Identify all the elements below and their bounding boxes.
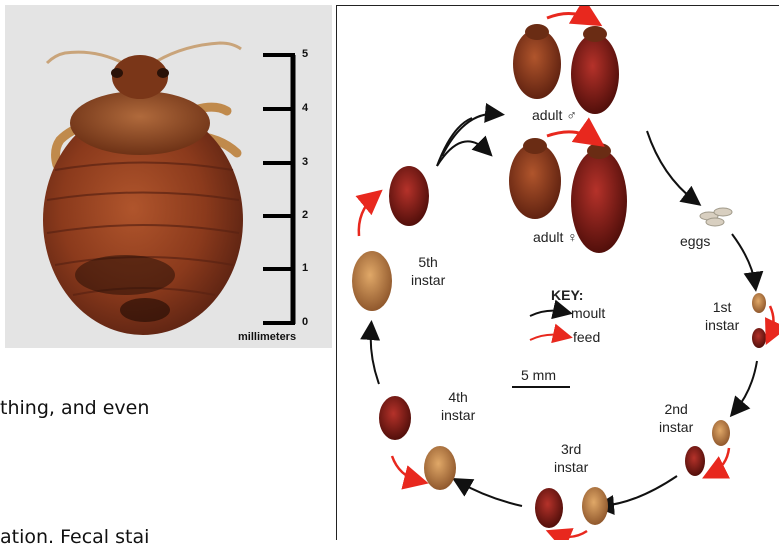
slide-body-text-line: ation. Fecal stai [0, 526, 149, 548]
second-instar-ordinal: 2nd [659, 400, 693, 418]
key-moult-label: moult [571, 304, 605, 322]
eggs-label: eggs [680, 232, 710, 250]
key-title: KEY: [551, 286, 583, 304]
fourth-instar-label: 4th instar [441, 388, 475, 424]
third-instar-nymphs [535, 487, 608, 528]
ruler-tick-2: 2 [302, 209, 308, 221]
key-feed-arrow [530, 335, 565, 340]
ruler-tick-0: 0 [302, 316, 308, 328]
key-feed-label: feed [573, 328, 600, 346]
scale-bar-label: 5 mm [521, 366, 556, 384]
life-cycle-diagram: adult ♂ adult ♀ eggs 1st instar 2nd inst… [336, 5, 779, 540]
ruler-tick-4: 4 [302, 102, 308, 114]
fifth-instar-label: 5th instar [411, 253, 445, 289]
third-instar-label: 3rd instar [554, 440, 588, 476]
second-instar-word: instar [659, 418, 693, 436]
adult-male-label: adult ♂ [532, 106, 577, 124]
bed-bug-illustration [5, 5, 332, 348]
bed-bug-photo: 5 4 3 2 1 0 millimeters [5, 5, 332, 348]
ruler-tick-1: 1 [302, 262, 308, 274]
adult-male-fed [571, 26, 619, 114]
key-moult-arrow [530, 311, 565, 316]
ruler-unit-label: millimeters [238, 331, 296, 343]
fifth-instar-nymphs [352, 166, 429, 311]
second-instar-label: 2nd instar [659, 400, 693, 436]
fifth-instar-word: instar [411, 271, 445, 289]
slide-body-text-line: thing, and even [0, 397, 149, 419]
adult-female-label: adult ♀ [533, 228, 578, 246]
first-instar-label: 1st instar [705, 298, 739, 334]
first-instar-ordinal: 1st [705, 298, 739, 316]
third-instar-word: instar [554, 458, 588, 476]
ruler-tick-3: 3 [302, 156, 308, 168]
first-instar-nymphs [752, 293, 766, 348]
fourth-instar-word: instar [441, 406, 475, 424]
adult-male-unfed [513, 24, 561, 99]
fourth-instar-ordinal: 4th [441, 388, 475, 406]
adult-female-unfed [509, 138, 561, 219]
adult-female-fed [571, 143, 627, 253]
fifth-instar-ordinal: 5th [411, 253, 445, 271]
third-instar-ordinal: 3rd [554, 440, 588, 458]
ruler-tick-5: 5 [302, 48, 308, 60]
eggs-cluster [700, 208, 732, 226]
first-instar-word: instar [705, 316, 739, 334]
